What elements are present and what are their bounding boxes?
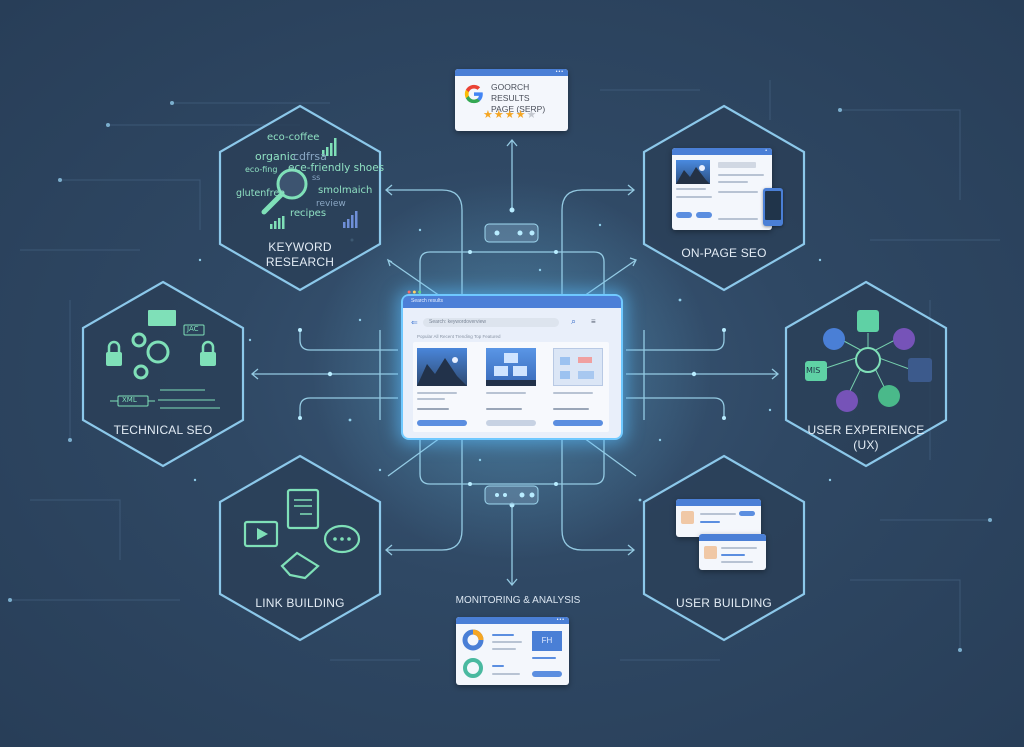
central-browser-window[interactable]: ●●● Search results ⇐ Search: keywordover…: [403, 289, 621, 438]
monitoring-label: MONITORING & ANALYSIS: [455, 595, 581, 606]
keyword: smolmaich: [318, 185, 373, 196]
filter-bar[interactable]: Popular All Recent Trending Top Featured: [417, 334, 501, 339]
serp-card[interactable]: ••• GOORCH RESULTS PAGE (SERP) ★★★★★: [455, 69, 568, 131]
keyword: organic: [255, 150, 296, 163]
cart-icon: [836, 390, 858, 412]
node-label-keyword-research[interactable]: KEYWORD RESEARCH: [265, 240, 335, 269]
magnifier-icon: [261, 168, 308, 215]
monitoring-card[interactable]: ••• FH: [456, 617, 569, 685]
star-empty-icon: ★: [526, 109, 538, 121]
mis-icon: [805, 361, 827, 381]
heart-icon: [878, 385, 900, 407]
hex-keyword-research: [218, 104, 382, 292]
dashboard-icon: [908, 358, 932, 382]
device-icon: [893, 328, 915, 350]
result-thumb-mountain[interactable]: [417, 348, 467, 386]
result-button[interactable]: [486, 420, 536, 426]
hex-user-experience: [784, 280, 948, 468]
menu-icon[interactable]: ≡: [591, 317, 596, 326]
keyword: eco-fing: [245, 165, 278, 174]
lock-icon: [106, 340, 216, 366]
result-button[interactable]: [553, 420, 603, 426]
search-input[interactable]: Search: keywordoverview: [423, 318, 559, 327]
video-icon: [243, 520, 279, 548]
node-label-on-page-seo[interactable]: ON-PAGE SEO: [681, 246, 767, 260]
on-page-window-icon: •: [672, 148, 772, 230]
keyword: eco-coffee: [267, 132, 320, 143]
code-card-icon: [148, 310, 176, 326]
keyword: ss: [312, 173, 321, 182]
ux-hub-icon: [855, 347, 881, 373]
donut-chart-icon: [462, 629, 484, 651]
profile-card-icon: [676, 499, 761, 537]
phone-icon: [763, 188, 783, 226]
browser-tab[interactable]: Search results: [411, 298, 443, 304]
search-icon[interactable]: ⌕: [571, 316, 577, 326]
result-thumb-layout[interactable]: [553, 348, 603, 386]
document-icon: [286, 488, 320, 530]
keyword: ece-friendly shoes: [288, 162, 385, 174]
tech-tag: JAC: [187, 325, 199, 333]
layout-icon: [857, 310, 879, 332]
result-thumb-graphics[interactable]: [486, 348, 536, 386]
node-label-user-building[interactable]: USER BUILDING: [676, 596, 772, 610]
keyword: cdfrsa: [293, 150, 327, 163]
window-controls[interactable]: ●●●: [407, 289, 423, 296]
ux-tag: MIS: [806, 366, 821, 375]
profile-card-icon: [699, 534, 766, 570]
stat-badge: FH: [532, 631, 562, 651]
chat-bubble-icon: [323, 524, 361, 554]
node-label-user-experience[interactable]: USER EXPERIENCE (UX): [807, 423, 925, 452]
image-thumb-icon: [676, 160, 710, 184]
keyword: recipes: [290, 208, 327, 219]
tech-tag: XML: [122, 396, 137, 404]
handshake-icon: [280, 551, 320, 580]
back-arrow-icon[interactable]: ⇐: [411, 318, 418, 327]
star-icon: ★★★★: [483, 109, 527, 121]
keyword: glutenfree: [236, 188, 286, 199]
bar-chart-blue-icon: [343, 211, 358, 228]
node-label-link-building[interactable]: LINK BUILDING: [255, 596, 345, 610]
bar-chart-icon: [270, 138, 337, 229]
connector-node-top: [484, 223, 539, 243]
serp-title: GOORCH RESULTS: [491, 82, 530, 103]
donut-chart-teal-icon: [463, 658, 483, 678]
google-logo-icon: [464, 84, 483, 104]
connector-node-bottom: [484, 485, 539, 505]
node-label-technical-seo[interactable]: TECHNICAL SEO: [113, 423, 213, 437]
mobile-icon: [823, 328, 845, 350]
rating-stars: ★★★★★: [483, 108, 537, 121]
serp-subtitle: PAGE (SERP): [491, 104, 546, 114]
keyword: review: [316, 199, 346, 209]
result-button[interactable]: [417, 420, 467, 426]
gear-icon: [131, 332, 170, 380]
hex-technical-seo: [81, 280, 245, 468]
hex-link-building: [218, 454, 382, 642]
